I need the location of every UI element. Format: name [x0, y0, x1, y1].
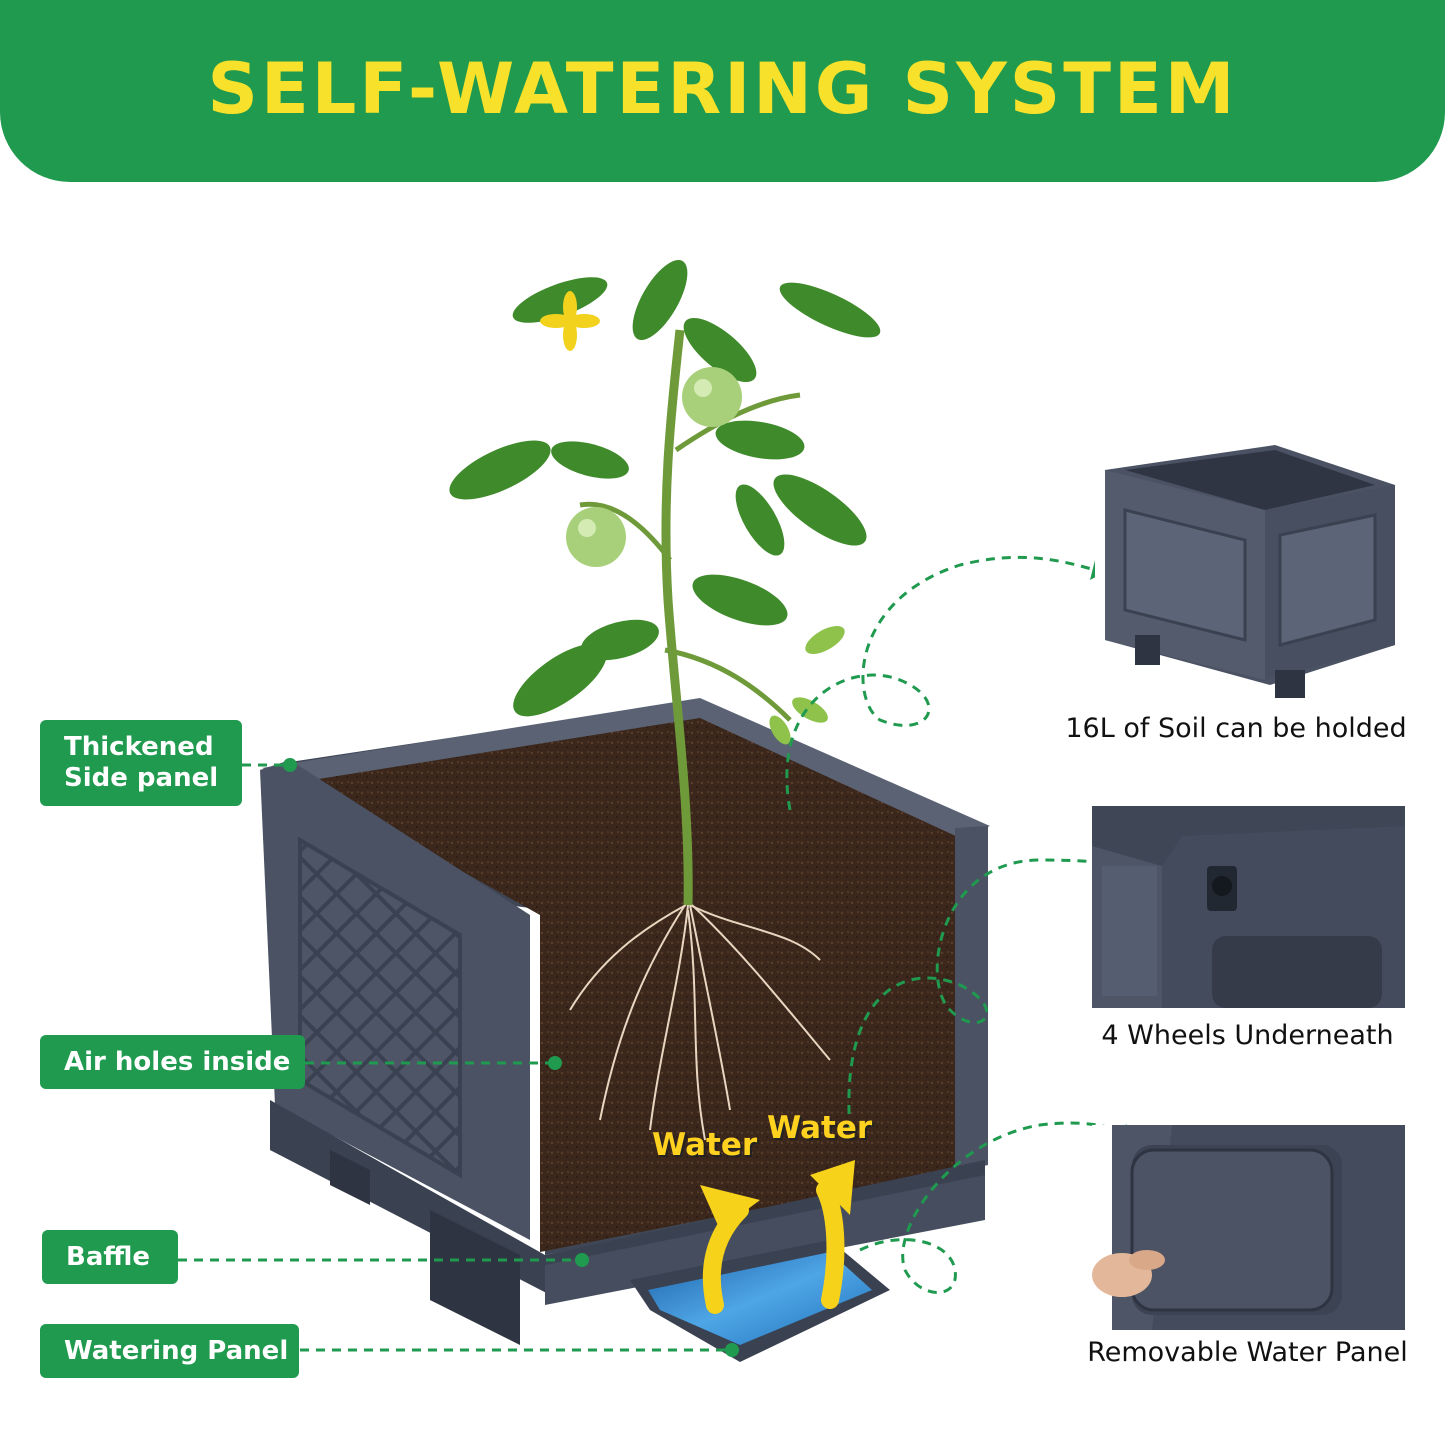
callout-label: Air holes inside — [64, 1046, 291, 1077]
callout-watering-panel: Watering Panel — [40, 1324, 299, 1378]
detail-caption-soil: 16L of Soil can be holded — [1065, 713, 1407, 744]
detail-caption-wheels: 4 Wheels Underneath — [1101, 1020, 1394, 1051]
title-banner: SELF-WATERING SYSTEM — [0, 0, 1445, 182]
detail-wheels — [1092, 806, 1405, 1008]
water-tray-icon — [630, 1240, 890, 1362]
up-arrow-icon — [700, 1160, 855, 1314]
water-label-right: Water — [767, 1110, 873, 1146]
callout-connectors — [178, 763, 732, 1352]
callout-label: Baffle — [66, 1241, 151, 1272]
tomato-plant-icon — [449, 260, 881, 1141]
planter-box-icon — [1105, 445, 1395, 698]
detail-planter-box — [1095, 440, 1405, 700]
callout-label: Thickened Side panel — [64, 732, 219, 793]
detail-water-panel — [1092, 1125, 1405, 1330]
detail-connectors — [785, 555, 1161, 1294]
page-title: SELF-WATERING SYSTEM — [207, 48, 1238, 130]
detail-caption-water-panel: Removable Water Panel — [1087, 1337, 1408, 1368]
callout-baffle: Baffle — [42, 1230, 178, 1284]
wheel-icon — [1092, 806, 1405, 1008]
water-tray-icon — [1092, 1125, 1405, 1330]
callout-label: Watering Panel — [64, 1335, 289, 1366]
callout-air-holes: Air holes inside — [40, 1035, 305, 1089]
water-label-left: Water — [652, 1127, 758, 1163]
soil-cutaway — [300, 712, 955, 1252]
planter-body — [260, 698, 990, 1345]
callout-thickened-side-panel: Thickened Side panel — [40, 720, 242, 806]
